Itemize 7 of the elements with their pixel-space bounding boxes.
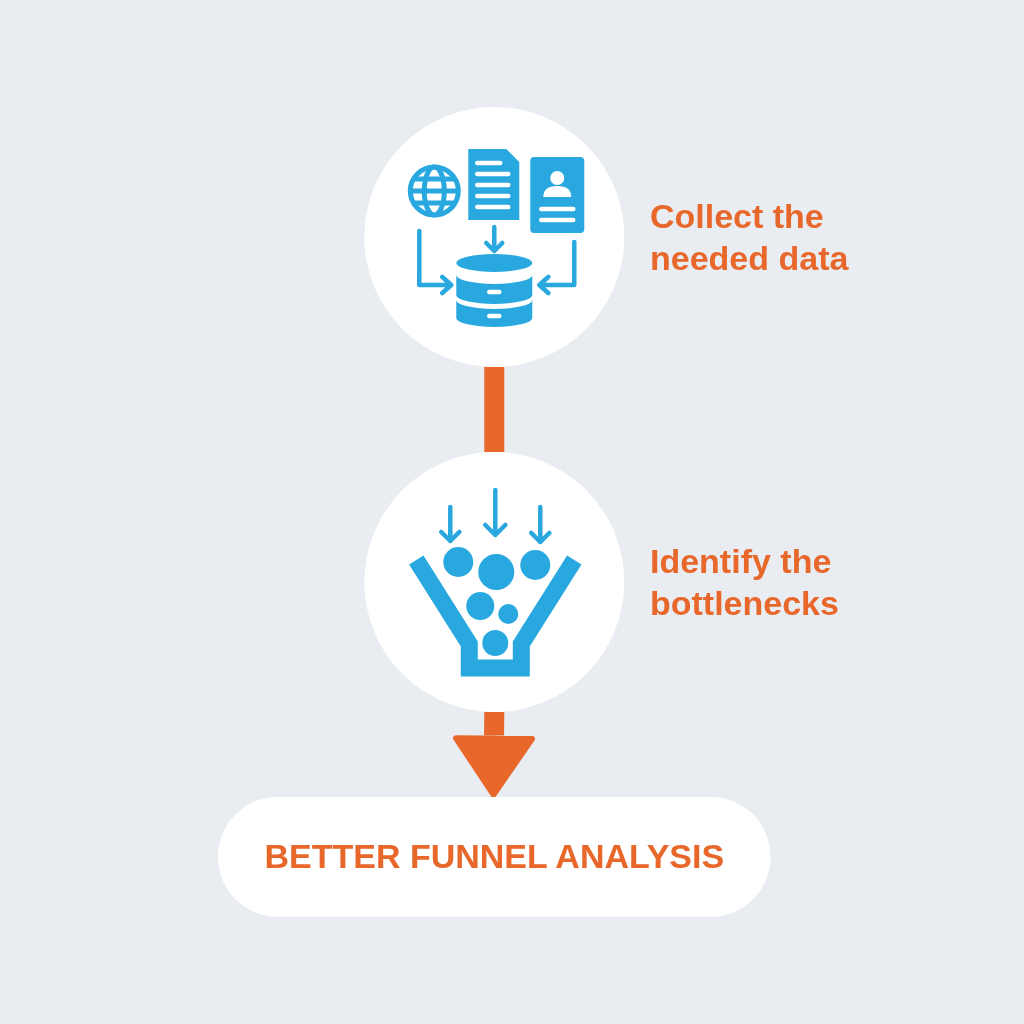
connector bbox=[484, 367, 504, 453]
arrow bbox=[452, 712, 535, 798]
step-caption: Identify the bottlenecks bbox=[649, 540, 840, 625]
node-box: BETTER FUNNEL ANALYSIS bbox=[217, 797, 771, 917]
step-caption: Collect the needed data bbox=[649, 195, 850, 280]
node-circle bbox=[364, 107, 624, 368]
node-circle bbox=[364, 452, 624, 713]
